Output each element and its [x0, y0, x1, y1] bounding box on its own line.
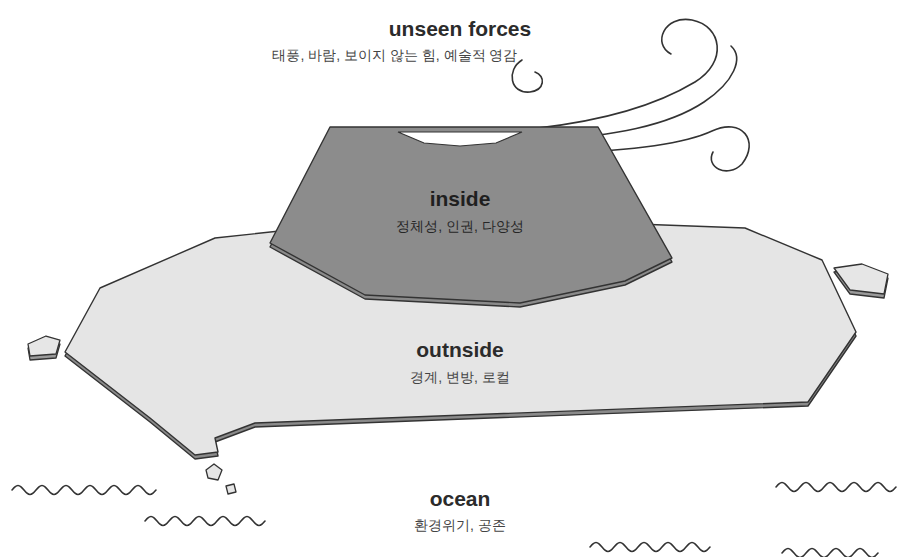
node-body: 정체성, 인권, 다양성 — [396, 218, 524, 235]
node-heading: outnside — [416, 337, 504, 362]
subtitle-label: 환경위기, 공존 — [414, 517, 506, 534]
island-region: outnside경계, 변방, 로컬inside정체성, 인권, 다양성 — [65, 205, 865, 465]
mountain-region: inside 정체성, 인권, 다양성 — [268, 124, 674, 306]
subtitle-label: 태풍, 바람, 보이지 않는 힘, 예술적 영감 — [272, 47, 517, 64]
heading-label: unseen forces — [389, 16, 531, 41]
mountain-outline — [268, 124, 674, 306]
node-heading: inside — [430, 186, 491, 211]
heading-label: ocean — [430, 486, 491, 511]
wave-symbol — [12, 482, 896, 557]
node-body: 경계, 변방, 로컬 — [410, 369, 510, 386]
